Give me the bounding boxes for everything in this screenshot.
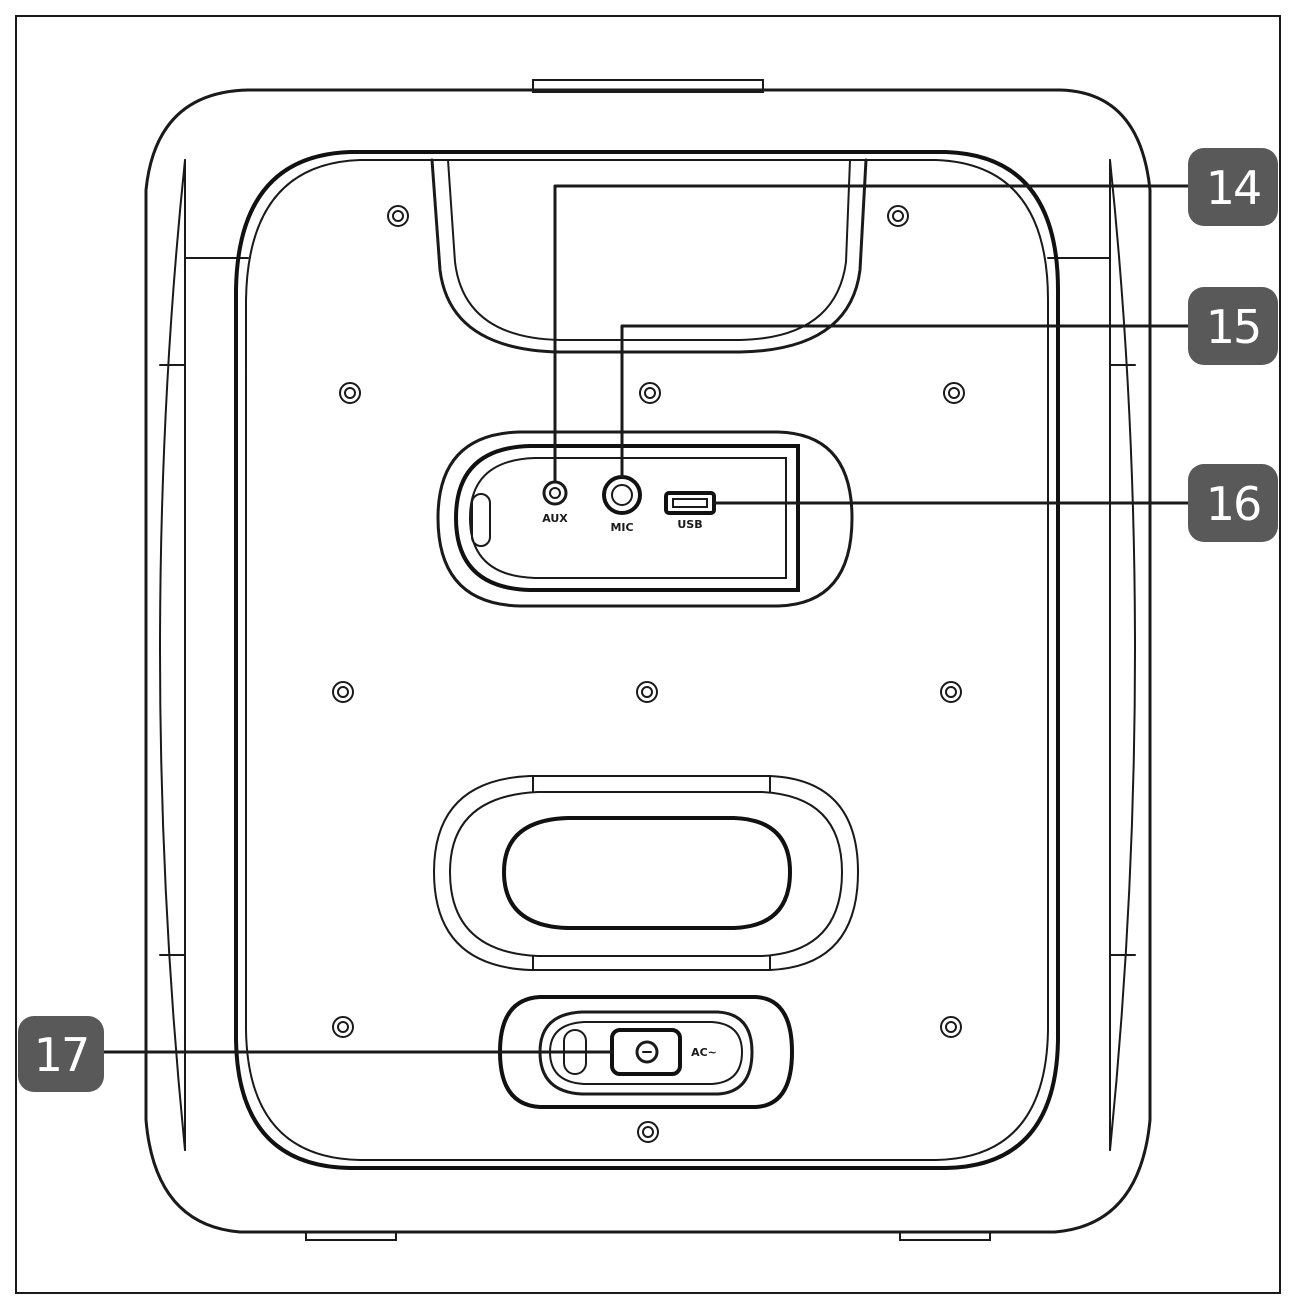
ac-label: AC~ <box>691 1046 717 1059</box>
callout-badge-17: 17 <box>18 1016 104 1092</box>
ac-power-inlet[interactable]: AC~ <box>610 1028 717 1076</box>
top-handle-recess <box>430 158 868 354</box>
screw <box>332 1016 354 1038</box>
screw <box>639 382 661 404</box>
screw <box>943 382 965 404</box>
callout-number-17: 17 <box>34 1028 89 1082</box>
callout-number-14: 14 <box>1206 161 1261 215</box>
carry-handle <box>432 775 860 971</box>
top-handle-tab <box>532 79 764 93</box>
screw <box>940 1016 962 1038</box>
usb-port[interactable]: USB <box>664 491 716 531</box>
rear-panel-inner-edge <box>245 159 1049 1161</box>
screw <box>332 681 354 703</box>
screw <box>339 382 361 404</box>
callout-number-16: 16 <box>1206 477 1261 531</box>
rear-panel <box>234 150 1060 1170</box>
aux-label: AUX <box>542 512 568 525</box>
screw <box>637 1121 659 1143</box>
screw <box>940 681 962 703</box>
screw <box>887 205 909 227</box>
usb-label: USB <box>677 518 702 531</box>
diagram-frame <box>15 15 1281 1294</box>
mic-label: MIC <box>610 521 633 534</box>
callout-leaders <box>98 184 1192 1054</box>
callout-badge-14: 14 <box>1188 148 1278 226</box>
callout-number-15: 15 <box>1206 300 1261 354</box>
cover-latch <box>471 493 491 547</box>
callout-badge-16: 16 <box>1188 464 1278 542</box>
screw-group <box>332 205 965 1143</box>
screw <box>636 681 658 703</box>
callout-badge-15: 15 <box>1188 287 1278 365</box>
speaker-outer-body <box>144 88 1152 1234</box>
aux-jack[interactable]: AUX <box>542 480 568 525</box>
side-panels <box>158 159 1137 1151</box>
port-panel <box>436 430 854 608</box>
mic-jack[interactable]: MIC <box>602 475 642 534</box>
screw <box>387 205 409 227</box>
